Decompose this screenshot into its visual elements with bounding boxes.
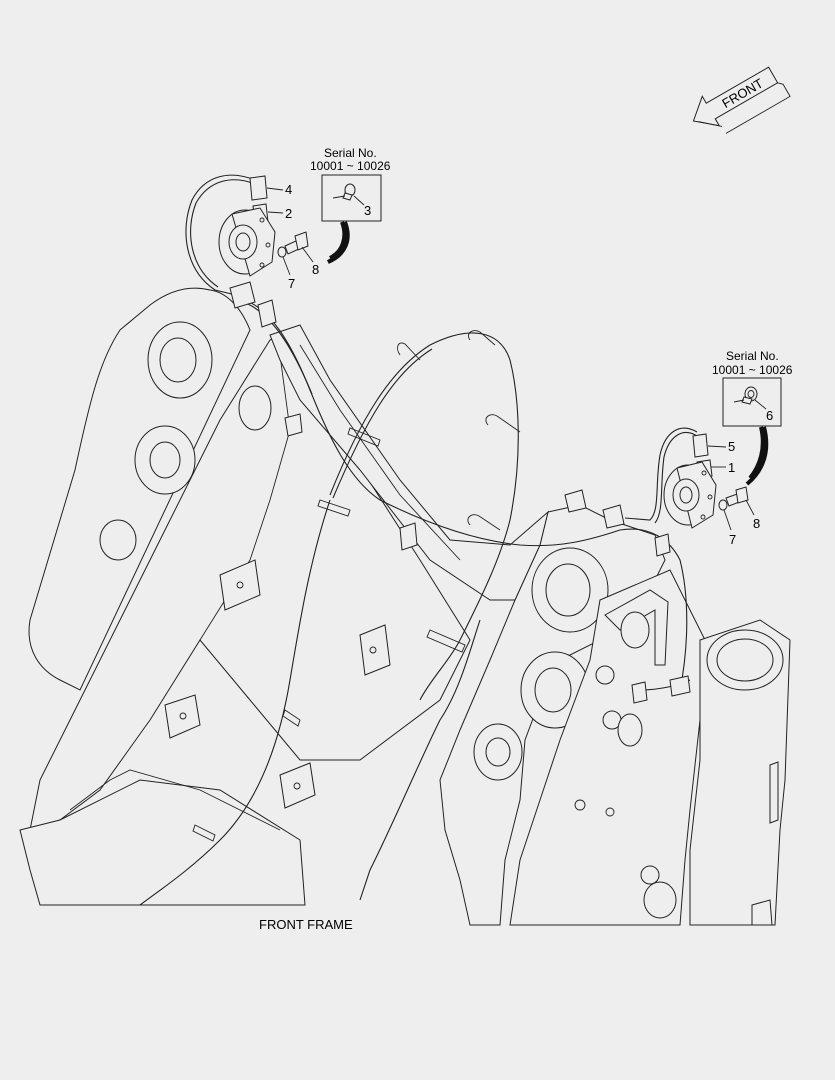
wiring-harness (139, 299, 691, 906)
callout-right-8: 8 (753, 516, 760, 531)
callout-right-5: 5 (728, 439, 735, 454)
callout-right-7: 7 (729, 532, 736, 547)
serial-left-part: 3 (364, 203, 371, 218)
right-callouts: 5 1 7 8 (707, 439, 760, 547)
cross-beam (269, 324, 549, 601)
callout-right-1: 1 (728, 460, 735, 475)
left-frame-arm (19, 287, 471, 906)
serial-box-right: Serial No. 10001 ~ 10026 6 (712, 349, 793, 486)
serial-box-left: Serial No. 10001 ~ 10026 3 (310, 146, 391, 264)
serial-left-title: Serial No. (324, 146, 377, 160)
serial-right-range: 10001 ~ 10026 (712, 363, 793, 377)
left-callouts: 4 2 7 8 (266, 182, 319, 291)
right-frame-arm (439, 504, 791, 926)
left-speed-sensor (218, 207, 276, 277)
front-direction-arrow: FRONT (692, 66, 791, 134)
right-sensor-assembly (564, 427, 749, 557)
callout-left-8: 8 (312, 262, 319, 277)
right-speed-sensor (663, 461, 717, 529)
callout-left-2: 2 (285, 206, 292, 221)
serial-left-range: 10001 ~ 10026 (310, 159, 391, 173)
diagram-caption: FRONT FRAME (259, 917, 353, 932)
serial-right-part: 6 (766, 408, 773, 423)
serial-right-title: Serial No. (726, 349, 779, 363)
callout-left-4: 4 (285, 182, 292, 197)
callout-left-7: 7 (288, 276, 295, 291)
left-sensor-assembly (185, 174, 309, 328)
